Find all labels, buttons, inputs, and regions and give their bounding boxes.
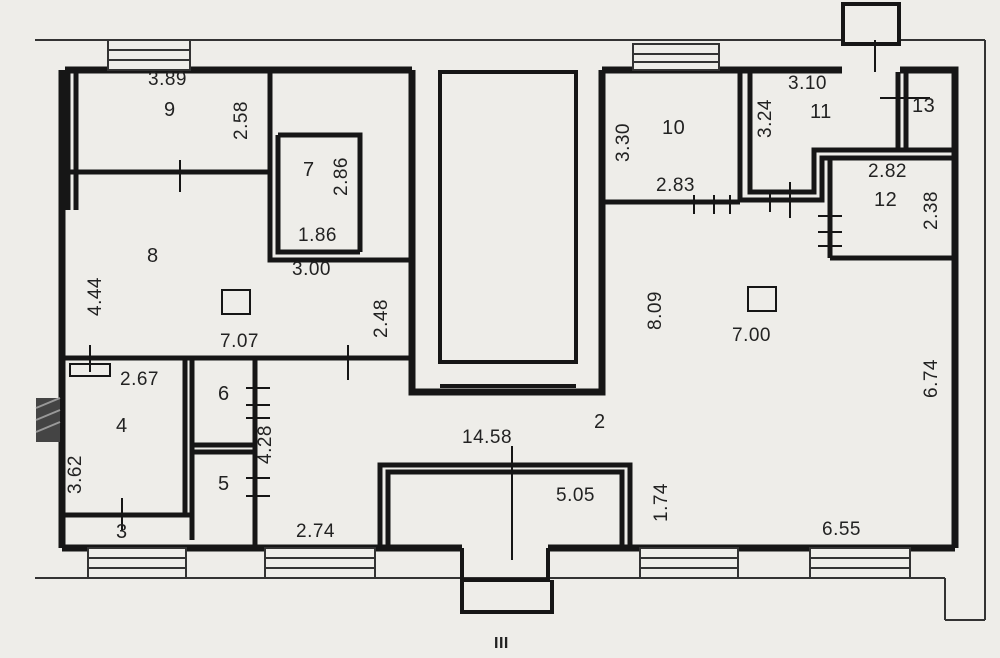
dim-3-30: 3.30: [613, 123, 634, 162]
dim-1-74: 1.74: [651, 483, 672, 522]
dim-3-00: 3.00: [292, 259, 331, 280]
dim-3-10: 3.10: [788, 73, 827, 94]
room-label-3: 3: [116, 521, 128, 543]
dim-7-07: 7.07: [220, 331, 259, 352]
exterior-walls: [58, 66, 959, 552]
area-markers: [69, 286, 777, 377]
room-label-9: 9: [164, 99, 176, 121]
room-label-13: 13: [912, 95, 936, 117]
room-label-4: 4: [116, 415, 128, 437]
dim-6-55: 6.55: [822, 519, 861, 540]
door-ticks: [89, 40, 930, 560]
balcony: [460, 548, 554, 614]
dim-2-38: 2.38: [921, 191, 942, 230]
shaft-top: [841, 2, 901, 46]
room-label-2: 2: [594, 411, 606, 433]
dim-4-44: 4.44: [85, 277, 106, 316]
dim-2-58: 2.58: [231, 101, 252, 140]
room-label-10: 10: [662, 117, 686, 139]
dim-2-67: 2.67: [120, 369, 159, 390]
dim-6-74: 6.74: [921, 359, 942, 398]
dim-2-86: 2.86: [331, 157, 352, 196]
room-label-11: 11: [810, 101, 832, 123]
dim-1-86: 1.86: [298, 225, 337, 246]
facade-label: III: [494, 635, 509, 652]
room-label-7: 7: [303, 159, 315, 181]
room-label-5: 5: [218, 473, 230, 495]
dim-8-09: 8.09: [645, 291, 666, 330]
dim-2-82: 2.82: [868, 161, 907, 182]
dim-7-00: 7.00: [732, 325, 771, 346]
central-core: [438, 70, 578, 388]
room-label-8: 8: [147, 245, 159, 267]
windows: [87, 39, 911, 579]
dim-3-89: 3.89: [148, 69, 187, 90]
dim-3-24: 3.24: [755, 99, 776, 138]
dim-2-74: 2.74: [296, 521, 335, 542]
dim-2-48: 2.48: [371, 299, 392, 338]
dim-2-83: 2.83: [656, 175, 695, 196]
interior-walls: [62, 72, 955, 548]
dim-4-28: 4.28: [255, 425, 276, 464]
dim-14-58: 14.58: [462, 427, 513, 448]
dim-5-05: 5.05: [556, 485, 595, 506]
dim-3-62: 3.62: [65, 455, 86, 494]
room-label-12: 12: [874, 189, 898, 211]
room-label-6: 6: [218, 383, 230, 405]
entry-hatch: [35, 397, 61, 442]
